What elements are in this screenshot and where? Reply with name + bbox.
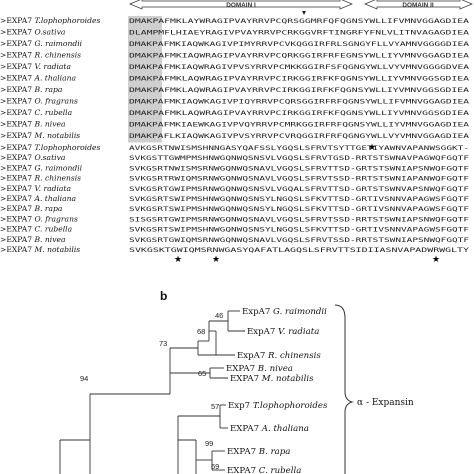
tree-leaf: ExpA7 V. radiata: [247, 327, 319, 337]
conserved-region-shade: [128, 96, 162, 108]
clade-label: α - Expansin: [357, 398, 414, 408]
sequence-label: >EXPA7 M. notabilis: [0, 131, 80, 140]
sequence-residues: DLAMPMFLHIAEYRAGIVPVAYRRVPCRKGGVRFTINGRF…: [129, 30, 469, 37]
sequence-residues: DMAKPAFMKIAQWKAGIVPIQYRRVPCQRSGGIRFRFQGN…: [129, 99, 469, 106]
bootstrap-value: 57: [211, 402, 219, 411]
sequence-residues: DMAKPAFMKIAEWKAGIVPVQYRRVPCMRKGGIRFRFQGN…: [129, 122, 469, 129]
sequence-residues: SVKGSRTSWIPMSHNWGQNWQSNSYLNGQSLSFKVTTSD-…: [129, 196, 469, 203]
sequence-residues: DMAKPAFMKIAQWRAGIPVAYRRVPCQRKGGIRFRFEGNS…: [129, 53, 469, 60]
sequence-label: >EXPA7 A. thaliana: [0, 194, 77, 203]
star-marker-icon: ★: [212, 255, 220, 265]
domain-two-arrow: [364, 0, 473, 10]
conserved-region-shade: [128, 39, 162, 51]
sequence-residues: SVKGSRTGWIPMSRNWGQNWQSNSVLVGQALSFRVTTSD-…: [129, 186, 469, 193]
bootstrap-values: 46 68 73 94 65 57 99 69: [80, 311, 223, 471]
tree-leaf: EXPA7 C. rubella: [227, 466, 301, 474]
sequence-residues: SVKGSRTSWIPMSHNWGQNWQSNSYLNGQSLSFKVTTSD-…: [129, 227, 469, 234]
sequence-label: >EXPA7 B. nivea: [0, 235, 66, 244]
sequence-label: >EXPA7 V. radiata: [0, 62, 71, 71]
conserved-region-shade: [128, 119, 162, 131]
sequence-residues: SVKGSKTGWIQMSRNWGASYQAFATLAGQSLSFRVTTSID…: [129, 247, 469, 254]
sequence-label: >EXPA7 A. thaliana: [0, 74, 77, 83]
sequence-label: >EXPA7 B. rapa: [0, 85, 63, 94]
sequence-residues: AVKGSRTNWISMSHNNGASYQAFSSLYGQSLSFRVTSYTT…: [129, 145, 469, 152]
sequence-label: >EXPA7 V. radiata: [0, 184, 71, 193]
sequence-label: >EXPA7 B. nivea: [0, 120, 66, 129]
domain-one-arrow: [129, 0, 353, 10]
conserved-region-shade: [128, 73, 162, 85]
sequence-label: >EXPA7 G. raimondii: [0, 39, 83, 48]
tree-leaf: ExpA7 R. chinensis: [237, 351, 321, 361]
sequence-residues: DMAKPAFMKLAQWRAGIPVAYRRVPCIRKGGIRFKFQGNS…: [129, 76, 469, 83]
sequence-residues: DMAKPAFMKIAQWKAGIVPIMYRRVPCVKQGGIRFRLSGN…: [129, 41, 469, 48]
sequence-residues: DMAKPAFMKLAYWRAGIPVAYRRVPCQRSGGMRFQFQGNS…: [129, 18, 469, 25]
panel-label-b: b: [160, 289, 167, 303]
conserved-region-shade: [128, 16, 162, 28]
tree-leaf: EXPA7 B. rapa: [227, 447, 290, 457]
tree-leaf: Exp7 T.lophophoroides: [228, 401, 328, 411]
bootstrap-value: 94: [80, 374, 88, 383]
sequence-residues: SVKGSRTGWIQMSRNWGQNWQSNAVLVGQSLSFRVTSSD-…: [129, 237, 469, 244]
bootstrap-value: 68: [197, 327, 205, 336]
bootstrap-value: 46: [215, 311, 223, 320]
sequence-residues: DMAKPAFMKIAQWRAGIVPVSYRRVPCMKKGGIRFSFQGN…: [129, 64, 469, 71]
sequence-label: >EXPA7 O.sativa: [0, 153, 66, 162]
alignment-block-2: >EXPA7 T.lophophoroides AVKGSRTNWISMSHNNG…: [0, 143, 469, 254]
tree-leaves: ExpA7 G. raimondii ExpA7 V. radiata ExpA…: [226, 307, 328, 474]
star-marker-icon: ★: [174, 255, 182, 265]
sequence-residues: DMAKPAFMKLAQWRAGIPVAYRRVPCIRKGGIRFKFQGNS…: [129, 87, 469, 94]
sequence-label: >EXPA7 T.lophophoroides: [0, 143, 100, 152]
sequence-residues: DMAKPAFMKLAQWRAGIPVAYRRVPCIRKGGIRFKFQGNS…: [129, 110, 469, 117]
domain-arrows: DOMAIN I DOMAIN II: [129, 0, 473, 15]
bootstrap-value: 69: [211, 462, 219, 471]
sequence-residues: SVKGSRTRWIQMSRNWGQNWQSNAVLVGQSLSFRVTSSD-…: [129, 176, 469, 183]
sequence-label: >EXPA7 M. notabilis: [0, 245, 80, 254]
domain-one-label: DOMAIN I: [226, 2, 256, 9]
conserved-region-shade: [128, 108, 162, 120]
tree-leaf: ExpA7 G. raimondii: [242, 307, 327, 317]
star-marker-icon: ★: [368, 143, 376, 153]
sequence-label: >EXPA7 C. rubella: [0, 225, 73, 234]
bootstrap-value: 65: [198, 369, 206, 378]
sequence-label: >EXPA7 G. raimondii: [0, 163, 83, 172]
sequence-residues: SVKGSRTSWIPMSHNWGQNWQSNSYLNGQSLSFKVTTSD-…: [129, 206, 469, 213]
sequence-residues: DMAKPAFLKIAQWKAGIVPVSYRRVPCVRQGGIRFRFQGN…: [129, 133, 469, 140]
star-marker-icon: ★: [432, 255, 440, 265]
sequence-residues: SVKGSRTNWISMSRNWGQNWQSNAVLVGQSLSFRVTTSD-…: [129, 165, 469, 172]
sequence-residues: SISGSRTGWIPMSRNWGQNWQSNAVLVGQSLSFRVTSSD-…: [129, 216, 469, 223]
clade-brace: [334, 304, 354, 474]
alignment-block-1: >EXPA7 T.lophophoroides DMAKPAFMKLAYWRAGI…: [0, 16, 469, 143]
sequence-residues: SVKGSTTGWMPMSHNWGQNWQSNSVLVGQSLSFRVTGSD-…: [129, 155, 469, 162]
sequence-label: >EXPA7 B. rapa: [0, 204, 63, 213]
sequence-label: >EXPA7 R. chinensis: [0, 51, 81, 60]
sequence-label: >EXPA7 O. fragrans: [0, 214, 78, 223]
sequence-label: >EXPA7 R. chinensis: [0, 174, 81, 183]
conserved-region-shade: [128, 27, 162, 39]
phylogenetic-tree: [59, 310, 245, 474]
conserved-site-markers: ★ ★ ★ ★: [174, 143, 440, 265]
sequence-label: >EXPA7 O. fragrans: [0, 97, 78, 106]
tree-leaf: EXPA7 M. notabilis: [230, 374, 314, 384]
tree-leaf: EXPA7 B. nivea: [226, 364, 293, 374]
domain-two-label: DOMAIN II: [402, 2, 433, 9]
bootstrap-value: 99: [205, 439, 213, 448]
tree-leaf: EXPA7 A. thaliana: [230, 424, 309, 434]
bootstrap-value: 73: [159, 339, 167, 348]
conserved-region-shade: [128, 50, 162, 62]
sequence-label: >EXPA7 C. rubella: [0, 108, 73, 117]
sequence-label: >EXPA7 O.sativa: [0, 28, 66, 37]
conserved-region-shade: [128, 62, 162, 74]
site-marker-triangle: [302, 11, 306, 15]
sequence-label: >EXPA7 T.lophophoroides: [0, 16, 100, 25]
conserved-region-shade: [128, 85, 162, 97]
conserved-region-shade: [128, 131, 162, 143]
